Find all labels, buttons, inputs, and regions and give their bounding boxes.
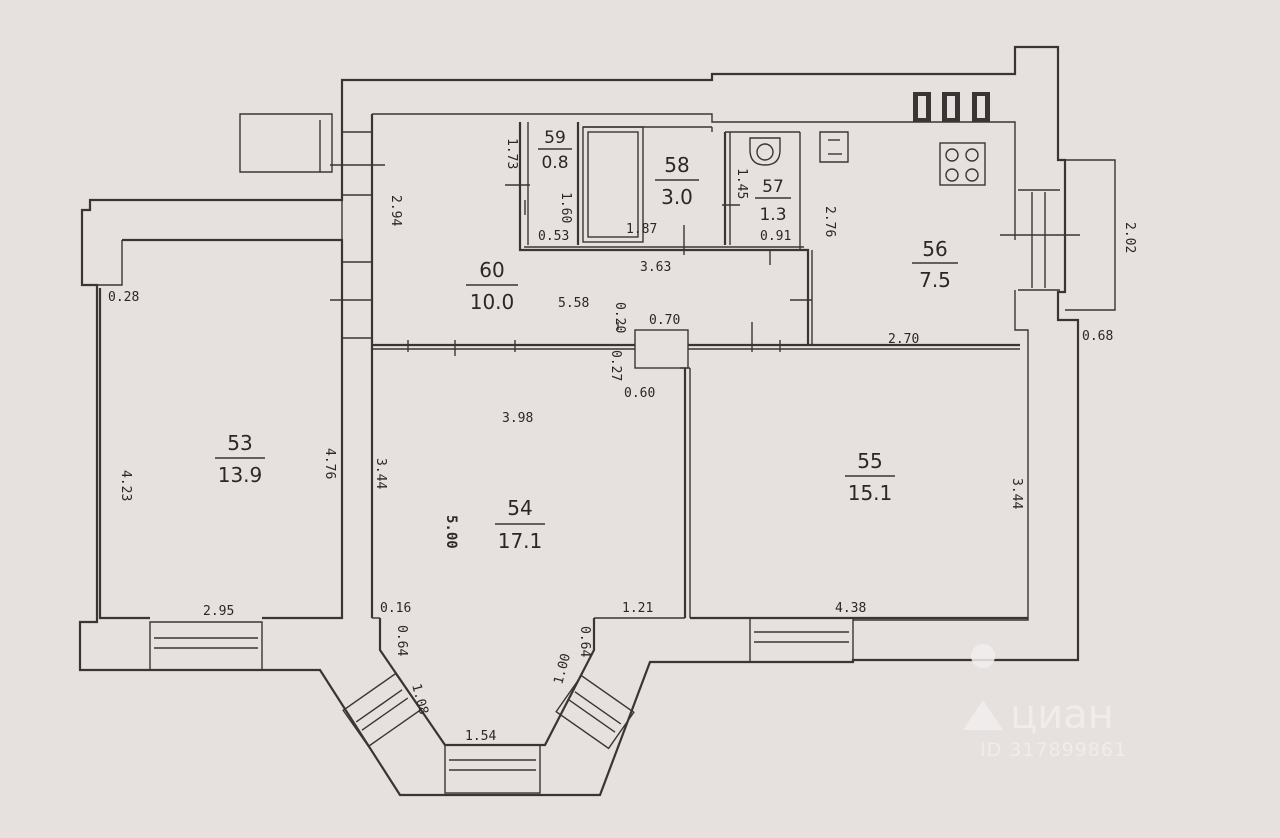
dim-1-54: 1.54 [465,729,496,744]
room-59-area: 0.8 [541,153,568,173]
room-56-area: 7.5 [919,268,951,292]
watermark-listing-id: ID 317899861 [980,739,1127,761]
dim-1-00: 1.00 [551,652,574,686]
dim-5-00: 5.00 [443,515,459,549]
right-balcony [1000,159,1116,311]
room-57-area: 1.3 [759,205,786,225]
dim-0-64-right: 0.64 [577,626,592,657]
room-60-walls [370,114,1020,618]
dim-1-73: 1.73 [504,138,519,169]
watermark-brand: циан [1010,692,1114,738]
dim-0-91: 0.91 [760,229,791,244]
room-56-number: 56 [922,237,947,261]
watermark-logo-icon [963,644,1003,730]
dim-1-87: 1.87 [626,222,657,237]
kitchen-fixtures [790,92,990,301]
dim-3-98: 3.98 [502,411,533,426]
dim-2-70: 2.70 [888,332,919,347]
dim-0-68: 0.68 [1082,329,1113,344]
dim-0-16: 0.16 [380,601,411,616]
room-53-area: 13.9 [218,463,263,487]
dim-4-23: 4.23 [118,470,133,501]
rooms-54-55-walls [342,367,1028,794]
room-58-label: 58 3.0 [655,153,699,209]
room-53-label: 53 13.9 [215,431,265,487]
room-53-number: 53 [227,431,252,455]
top-left-annex [239,113,333,173]
room-60-area: 10.0 [470,290,515,314]
dim-1-60: 1.60 [558,192,573,223]
room-57-label: 57 1.3 [755,177,791,225]
room-54-label: 54 17.1 [495,496,545,553]
dim-4-38: 4.38 [835,601,866,616]
room-55-area: 15.1 [848,481,893,505]
dim-1-08: 1.08 [408,682,431,716]
dim-0-28: 0.28 [108,290,139,305]
dim-1-45: 1.45 [734,168,749,199]
watermark: циан ID 317899861 [963,644,1127,761]
dim-3-63: 3.63 [640,260,671,275]
room-53-walls [96,131,385,671]
dim-2-76: 2.76 [822,206,837,237]
room-60-label: 60 10.0 [466,258,518,314]
room-57-number: 57 [762,177,784,197]
room-labels: 53 13.9 54 17.1 55 15.1 56 7.5 57 1.3 58… [215,128,958,553]
dim-3-44-right: 3.44 [1009,478,1024,509]
dim-0-70: 0.70 [649,313,680,328]
dim-0-60: 0.60 [624,386,655,401]
dim-2-02: 2.02 [1122,222,1137,253]
dim-2-94: 2.94 [388,195,403,226]
dim-0-27: 0.27 [608,350,623,381]
room-54-area: 17.1 [498,529,543,553]
dim-1-21: 1.21 [622,601,653,616]
room-58-number: 58 [664,153,689,177]
dim-4-76: 4.76 [322,448,337,479]
dim-2-95: 2.95 [203,604,234,619]
wet-block-walls [505,122,813,345]
dim-0-53: 0.53 [538,229,569,244]
room-59-number: 59 [544,128,566,148]
room-55-number: 55 [857,449,882,473]
dim-3-44-left: 3.44 [373,458,388,489]
room-55-label: 55 15.1 [845,449,895,505]
room-60-number: 60 [479,258,504,282]
dim-0-20: 0.20 [612,302,627,333]
room-58-area: 3.0 [661,185,693,209]
room-56-label: 56 7.5 [912,237,958,292]
dim-5-58: 5.58 [558,296,589,311]
room-54-number: 54 [507,496,532,520]
dimension-labels: 0.28 4.23 4.76 2.95 2.94 1.73 1.60 0.53 … [108,138,1137,744]
room-59-label: 59 0.8 [538,128,572,173]
dim-0-64-left: 0.64 [394,625,409,656]
